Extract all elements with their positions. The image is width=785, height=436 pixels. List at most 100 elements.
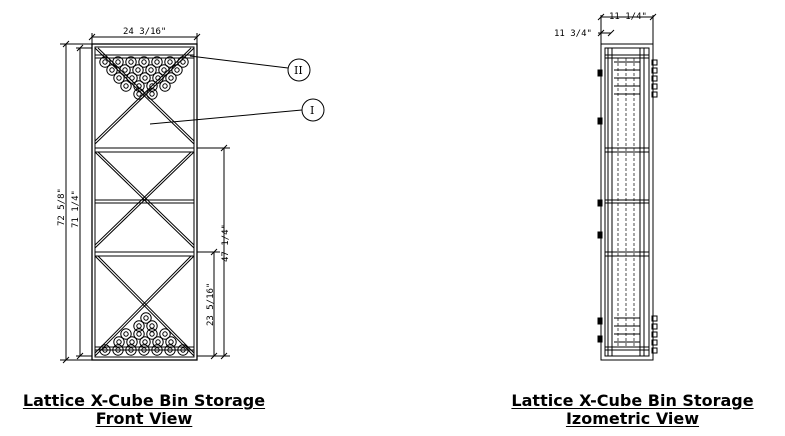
bottle-top	[132, 64, 144, 76]
bottle-top	[146, 88, 158, 100]
bottle-bottom-inner	[123, 331, 129, 337]
bottle-top	[139, 72, 151, 84]
bottle-top	[133, 80, 145, 92]
side-bracket	[597, 69, 603, 77]
bottle-bottom-inner	[102, 347, 108, 353]
x-brace	[94, 151, 192, 246]
x-brace	[94, 151, 195, 249]
bottle-neck	[651, 347, 658, 354]
bottle-top	[177, 56, 189, 68]
bottle-neck	[651, 323, 658, 330]
bottle-bottom	[133, 328, 145, 340]
bottle-top-inner	[116, 75, 122, 81]
bottle-bottom	[133, 320, 145, 332]
bottle-bottom	[113, 336, 125, 348]
bottle-bottom-inner	[180, 347, 186, 353]
dim-height-inner: 71 1/4"	[71, 190, 81, 228]
bottle-top	[112, 56, 124, 68]
bottle-bottom-inner	[142, 339, 148, 345]
x-brace	[97, 47, 195, 142]
front-view-drawing: 24 3/16"72 5/8"71 1/4"47 1/4"23 5/16"III	[57, 27, 325, 364]
bottle-top-inner	[142, 75, 148, 81]
iso-caption-subtitle: Izometric View	[565, 409, 700, 428]
dimension-tick	[607, 29, 615, 37]
dim-width-top: 24 3/16"	[123, 27, 166, 37]
dimension-tick	[649, 13, 657, 21]
bottle-bottom-inner	[141, 347, 147, 353]
bottle-bottom	[126, 336, 138, 348]
bottle-top-inner	[129, 75, 135, 81]
bottle-bottom-inner	[136, 323, 142, 329]
bottle-top-inner	[180, 59, 186, 65]
bottle-bottom	[140, 312, 152, 324]
iso-view-drawing: 11 1/4" 11 3/4"	[554, 12, 658, 361]
callout-circle-i	[301, 98, 325, 122]
bottle-top	[138, 56, 150, 68]
bottle-top	[120, 80, 132, 92]
bottle-bottom	[159, 328, 171, 340]
bottle-bottom-inner	[155, 339, 161, 345]
bottle-bottom-inner	[129, 339, 135, 345]
callout-label-ii: II	[294, 64, 303, 77]
bottle-bottom-inner	[167, 347, 173, 353]
bottle-top-inner	[135, 67, 141, 73]
dim-depth-side: 11 3/4"	[554, 29, 592, 39]
side-bracket	[597, 317, 603, 325]
bottle-bottom-inner	[149, 331, 155, 337]
callout-circle-ii	[287, 58, 311, 82]
bottle-top-inner	[161, 67, 167, 73]
bottle-top-inner	[149, 91, 155, 97]
bottle-top-inner	[115, 59, 121, 65]
side-outer	[600, 43, 654, 361]
bottle-bottom	[139, 336, 151, 348]
bottle-top	[171, 64, 183, 76]
outer-frame	[91, 43, 198, 361]
dimension-tick	[597, 29, 605, 37]
inner-frame	[94, 46, 195, 358]
bottle-bottom-inner	[143, 315, 149, 321]
side-bracket	[597, 117, 603, 125]
bottle-top-inner	[167, 59, 173, 65]
dim-height-47: 47 1/4"	[221, 224, 231, 262]
front-view-caption: Lattice X-Cube Bin Storage Front View	[14, 392, 274, 428]
dimension-tick	[210, 352, 218, 360]
bottle-neck	[651, 339, 658, 346]
dim-height-23: 23 5/16"	[206, 283, 216, 326]
bottle-bottom	[177, 344, 189, 356]
bottle-top-inner	[141, 59, 147, 65]
bottle-neck	[651, 67, 658, 74]
bottle-top-inner	[162, 83, 168, 89]
x-brace	[94, 47, 195, 145]
bottle-bottom	[146, 328, 158, 340]
dim-height-outer: 72 5/8"	[57, 188, 67, 226]
iso-caption-title: Lattice X-Cube Bin Storage	[511, 391, 754, 410]
bottle-neck	[651, 75, 658, 82]
dimension-tick	[597, 13, 605, 21]
bottle-top	[145, 64, 157, 76]
bottle-top	[125, 56, 137, 68]
front-caption-title: Lattice X-Cube Bin Storage	[22, 391, 266, 410]
bottle-top-inner	[148, 67, 154, 73]
iso-view-caption: Lattice X-Cube Bin Storage Izometric Vie…	[500, 392, 765, 428]
bottle-top	[146, 80, 158, 92]
bottle-top-inner	[123, 83, 129, 89]
bottle-bottom-inner	[162, 331, 168, 337]
bottle-top	[113, 72, 125, 84]
bottle-bottom	[165, 336, 177, 348]
side-inner	[604, 47, 650, 357]
bottle-bottom-inner	[149, 323, 155, 329]
leader-line-ii	[189, 55, 289, 69]
side-bracket	[597, 231, 603, 239]
bottle-top-inner	[168, 75, 174, 81]
bottle-top-inner	[109, 67, 115, 73]
bottle-top	[158, 64, 170, 76]
bottle-bottom-inner	[154, 347, 160, 353]
bottle-top-inner	[174, 67, 180, 73]
front-caption-subtitle: Front View	[95, 409, 193, 428]
bottle-top	[126, 72, 138, 84]
bottle-top	[152, 72, 164, 84]
dim-depth-top: 11 1/4"	[609, 12, 647, 22]
bottle-bottom-inner	[115, 347, 121, 353]
bottle-bottom-inner	[128, 347, 134, 353]
